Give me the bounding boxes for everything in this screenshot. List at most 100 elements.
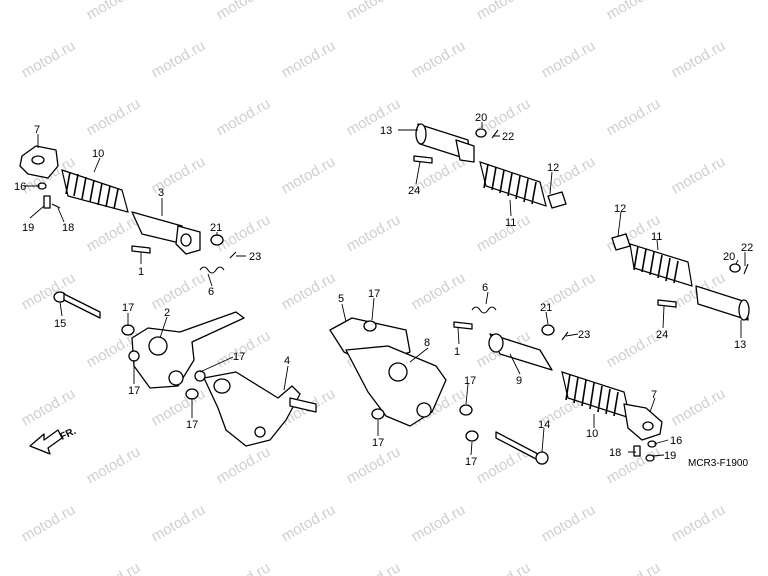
- watermark-text: motod.ru: [539, 37, 599, 81]
- part-16-18-19-right-hardware: [633, 440, 657, 462]
- watermark-text: motod.ru: [669, 37, 729, 81]
- watermark-text: motod.ru: [604, 327, 664, 371]
- watermark-text: motod.ru: [149, 269, 209, 313]
- part-13-center-peg: [415, 123, 475, 163]
- callout-20: 20: [475, 112, 487, 124]
- part-4-left-heel-plate: [203, 371, 317, 447]
- callout-1: 1: [138, 266, 144, 278]
- part-10-left-rubber: [61, 169, 129, 213]
- callout-23: 23: [249, 251, 261, 263]
- callout-22: 22: [502, 131, 514, 143]
- part-11-center-rubber: [479, 161, 547, 207]
- watermark-text: motod.ru: [149, 37, 209, 81]
- callout-4: 4: [284, 355, 290, 367]
- callout-3: 3: [158, 187, 164, 199]
- watermark-text: motod.ru: [409, 501, 469, 545]
- watermark-text: motod.ru: [214, 327, 274, 371]
- callout-15: 15: [54, 318, 66, 330]
- callout-18: 18: [62, 222, 74, 234]
- watermark-text: motod.ru: [214, 559, 274, 576]
- watermark-text: motod.ru: [149, 501, 209, 545]
- watermark-text: motod.ru: [474, 0, 534, 23]
- part-20-center-nut: [475, 128, 487, 138]
- callout-10: 10: [586, 428, 598, 440]
- callout-labels: 7 10 16 19 18 3 21 23 1 6 15 17 2 17 17 …: [14, 112, 753, 468]
- part-17-right-collars: [363, 320, 479, 442]
- callout-11: 11: [505, 217, 516, 229]
- watermark-text: motod.ru: [539, 501, 599, 545]
- callout-13: 13: [380, 125, 392, 137]
- watermark-text: motod.ru: [84, 0, 144, 23]
- part-7-left-bracket: [19, 145, 59, 179]
- watermark-text: motod.ru: [19, 269, 79, 313]
- watermark-text: motod.ru: [344, 95, 404, 139]
- callout-19: 19: [22, 222, 34, 234]
- callout-17: 17: [372, 437, 384, 449]
- callout-6: 6: [482, 282, 488, 294]
- watermark-text: motod.ru: [84, 95, 144, 139]
- callout-17: 17: [465, 456, 477, 468]
- watermark-text: motod.ru: [604, 559, 664, 576]
- front-direction-label: FR.: [59, 426, 78, 443]
- callout-14: 14: [538, 419, 550, 431]
- callout-6: 6: [208, 286, 214, 298]
- part-21-left-nut: [210, 234, 224, 246]
- callout-13: 13: [734, 339, 746, 351]
- diagram-code-label: MCR3-F1900: [688, 458, 748, 469]
- callout-7: 7: [34, 124, 40, 136]
- part-13-right-peg: [695, 285, 750, 321]
- watermark-text: motod.ru: [84, 559, 144, 576]
- callout-23: 23: [578, 329, 590, 341]
- part-1-left-pin: [131, 245, 151, 254]
- watermark-text: motod.ru: [604, 95, 664, 139]
- watermark-text: motod.ru: [344, 0, 404, 23]
- callout-12: 12: [614, 203, 626, 215]
- part-20-22-24-right-hardware: [657, 263, 749, 308]
- callout-21: 21: [210, 222, 222, 234]
- part-2-left-bracket: [131, 311, 245, 389]
- watermark-text: motod.ru: [344, 211, 404, 255]
- watermark-text: motod.ru: [19, 501, 79, 545]
- watermark-text: motod.ru: [474, 211, 534, 255]
- part-6-left-spring: [199, 266, 225, 274]
- watermark-text: motod.ru: [409, 269, 469, 313]
- watermark-text: motod.ru: [669, 501, 729, 545]
- callout-24: 24: [408, 185, 420, 197]
- watermark-text: motod.ru: [344, 559, 404, 576]
- watermark-text: motod.ru: [409, 37, 469, 81]
- part-1-right-pin: [453, 321, 473, 330]
- callout-24: 24: [656, 329, 668, 341]
- part-19-18-screws: [43, 195, 61, 209]
- watermark-text: motod.ru: [19, 385, 79, 429]
- callout-19: 19: [664, 450, 676, 462]
- part-24-center-pin: [413, 155, 433, 164]
- callout-12: 12: [547, 162, 559, 174]
- watermark-text: motod.ru: [84, 443, 144, 487]
- part-23-right-cotter: [561, 331, 569, 341]
- leader-lines: [24, 122, 746, 457]
- part-9-right-footpeg: [488, 333, 553, 371]
- callout-17: 17: [368, 288, 380, 300]
- watermark-text: motod.ru: [19, 37, 79, 81]
- watermark-text: motod.ru: [539, 153, 599, 197]
- watermark-text: motod.ru: [604, 0, 664, 23]
- watermark-text: motod.ru: [279, 269, 339, 313]
- callout-21: 21: [540, 302, 552, 314]
- callout-20: 20: [723, 251, 735, 263]
- part-14-right-bolt: [495, 431, 549, 465]
- callout-17: 17: [186, 419, 198, 431]
- watermark-text: motod.ru: [279, 501, 339, 545]
- callout-17: 17: [233, 351, 245, 363]
- callout-9: 9: [516, 375, 522, 387]
- callout-17: 17: [128, 385, 140, 397]
- callout-16: 16: [670, 435, 682, 447]
- part-11-right-rubber: [629, 243, 693, 287]
- part-22-center-cotter: [491, 129, 499, 139]
- watermark-text: motod.ru: [214, 443, 274, 487]
- callout-22: 22: [741, 242, 753, 254]
- part-7-right-bracket: [623, 403, 663, 441]
- callout-7: 7: [651, 389, 657, 401]
- watermark-text: motod.ru: [279, 37, 339, 81]
